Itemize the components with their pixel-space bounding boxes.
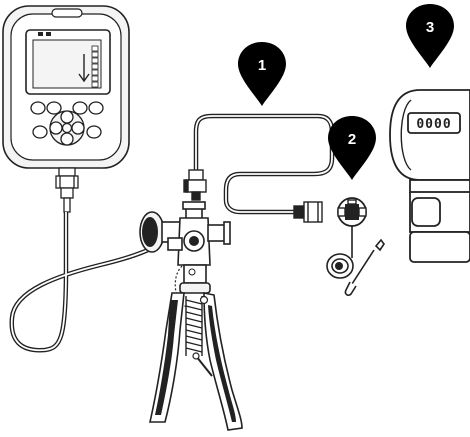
function-button-4 bbox=[89, 102, 103, 114]
nav-center-button bbox=[63, 124, 72, 133]
transmitter-display-digits: 0000 bbox=[416, 117, 451, 132]
function-button-3 bbox=[73, 102, 87, 114]
pressure-transmitter: 0000 bbox=[390, 90, 470, 262]
pump-spring bbox=[186, 296, 202, 356]
nav-down-button bbox=[61, 133, 73, 145]
callout-marker-3: 3 bbox=[406, 4, 454, 68]
callout-number-3: 3 bbox=[426, 19, 434, 36]
function-button-1 bbox=[31, 102, 45, 114]
transmitter-housing bbox=[390, 90, 470, 180]
seal-tape-icon bbox=[327, 254, 353, 278]
callout-number-2: 2 bbox=[348, 131, 356, 148]
test-hose bbox=[184, 116, 332, 222]
calibrator-fitting bbox=[56, 168, 78, 212]
hose-connector-free-end bbox=[294, 202, 322, 222]
callout-marker-1: 1 bbox=[238, 42, 286, 106]
callout-marker-2: 2 bbox=[328, 116, 376, 180]
side-button-right bbox=[87, 126, 101, 138]
nav-left-button bbox=[50, 122, 62, 134]
callout-number-1: 1 bbox=[258, 57, 266, 74]
calibrator-hose bbox=[12, 212, 160, 350]
nav-right-button bbox=[72, 122, 84, 134]
pressure-calibrator bbox=[3, 6, 129, 212]
nav-up-button bbox=[61, 111, 73, 123]
screen-bargraph bbox=[92, 46, 98, 87]
hand-pump bbox=[140, 202, 242, 430]
function-button-2 bbox=[47, 102, 61, 114]
adapter-kit bbox=[338, 198, 366, 258]
side-button-left bbox=[33, 126, 47, 138]
hose-connector-pump bbox=[184, 170, 206, 200]
